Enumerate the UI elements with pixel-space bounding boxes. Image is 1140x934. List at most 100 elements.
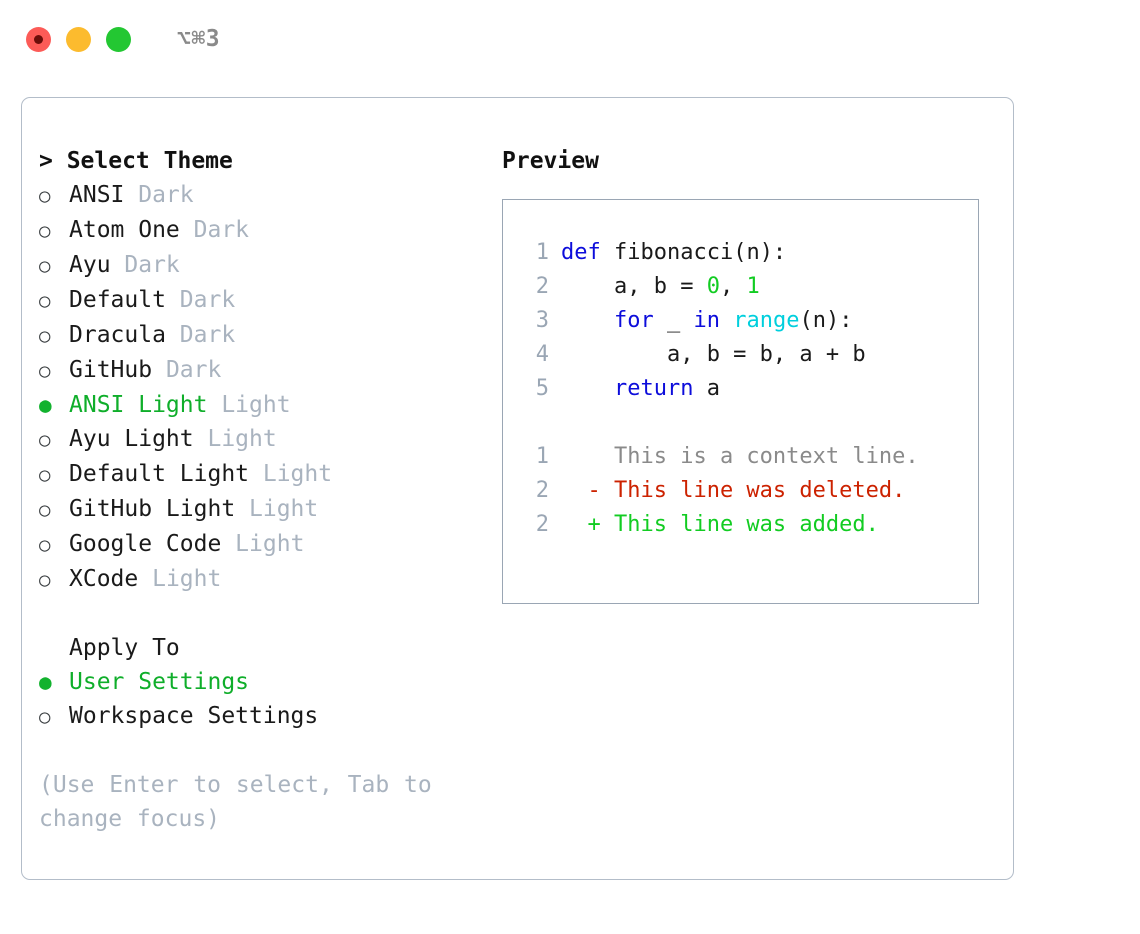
radio-unselected-icon: ○ <box>39 429 51 451</box>
line-number: 3 <box>535 308 549 333</box>
code-token: fibonacci(n): <box>600 240 787 265</box>
line-number: 4 <box>535 342 549 367</box>
theme-option-8[interactable]: ○Default Light Light <box>39 457 484 492</box>
theme-option-11[interactable]: ○ XCode Light <box>39 562 484 597</box>
radio-unselected-icon: ○ <box>39 360 51 382</box>
line-number: 2 <box>535 274 549 299</box>
option-label: Google Code <box>69 531 222 557</box>
maximize-button[interactable] <box>106 26 131 52</box>
code-token: def <box>561 240 601 265</box>
radio-unselected-icon: ○ <box>39 220 51 242</box>
diff-line-number: 2 <box>535 478 549 503</box>
preview-box: 1 def fibonacci(n): 2 a, b = 0, 1 3 for _ i… <box>502 199 979 604</box>
code-line: 1 def fibonacci(n): <box>521 236 978 270</box>
apply-to-option-1[interactable]: ○Workspace Settings <box>39 699 484 734</box>
option-tag: Light <box>207 392 291 418</box>
theme-option-4[interactable]: ○ Dracula Dark <box>39 318 484 353</box>
preview-column: Preview 1 def fibonacci(n): 2 a, b = 0, 1 3… <box>484 144 1013 836</box>
code-token: in <box>693 308 720 333</box>
line-number: 1 <box>535 240 549 265</box>
line-number: 5 <box>535 376 549 401</box>
minimize-button[interactable] <box>66 26 91 52</box>
radio-unselected-icon: ○ <box>39 290 51 312</box>
traffic-lights <box>26 26 131 52</box>
option-label: GitHub <box>69 357 153 383</box>
list-spacer <box>39 597 484 631</box>
option-tag: Dark <box>110 252 180 278</box>
option-tag: Dark <box>152 357 222 383</box>
option-tag: Dark <box>124 182 194 208</box>
option-label: ANSI Light <box>69 392 208 418</box>
radio-unselected-icon: ○ <box>39 569 51 591</box>
theme-option-1[interactable]: ○ Atom One Dark <box>39 213 484 248</box>
diff-line: 1 This is a context line. <box>521 440 978 474</box>
radio-unselected-icon: ○ <box>39 706 51 728</box>
option-tag: Dark <box>179 217 250 243</box>
shortcut-label: ⌥⌘3 <box>177 26 221 52</box>
theme-option-2[interactable]: ○ Ayu Dark <box>39 248 484 283</box>
radio-unselected-icon: ○ <box>39 185 51 207</box>
radio-selected-icon: ● <box>39 393 52 417</box>
radio-unselected-icon: ○ <box>39 534 51 556</box>
code-token: , <box>719 274 747 299</box>
code-text: return a <box>561 372 720 406</box>
hint-spacer <box>39 734 484 768</box>
code-token: range <box>733 308 800 333</box>
code-text: for _ in range(n): <box>561 304 852 338</box>
option-label: XCode <box>69 566 139 592</box>
radio-unselected-icon: ○ <box>39 325 51 347</box>
theme-option-5[interactable]: ○ GitHub Dark <box>39 353 484 388</box>
code-token: a, b = <box>561 274 707 299</box>
radio-selected-icon: ● <box>39 670 52 694</box>
code-token: (n): <box>799 308 853 333</box>
option-label: Atom One <box>69 217 180 243</box>
option-label: ANSI <box>69 182 125 208</box>
option-label: Dracula <box>69 322 166 348</box>
code-token <box>720 308 733 333</box>
option-tag: Light <box>221 531 305 557</box>
code-text: def fibonacci(n): <box>561 236 786 270</box>
select-theme-header: > Select Theme <box>39 148 233 174</box>
diff-sample: 1 This is a context line. 2 - This line w… <box>521 440 978 542</box>
option-label: Ayu Light <box>69 426 194 452</box>
option-tag: Light <box>138 566 222 592</box>
theme-selector-column: > Select Theme ○ANSI Dark○Atom One Dark○… <box>22 144 484 836</box>
panel-columns: > Select Theme ○ANSI Dark○Atom One Dark○… <box>22 98 1013 836</box>
theme-option-6[interactable]: ● ANSI Light Light <box>39 388 484 422</box>
code-text: a, b = b, a + b <box>561 338 866 372</box>
code-line: 4 a, b = b, a + b <box>521 338 978 372</box>
keyboard-hint: (Use Enter to select, Tab to change focu… <box>39 772 432 832</box>
theme-option-7[interactable]: ○ Ayu Light Light <box>39 422 484 457</box>
code-token: 0 <box>706 274 720 299</box>
code-token <box>561 308 614 333</box>
theme-option-9[interactable]: ○GitHub Light Light <box>39 492 484 527</box>
theme-option-list: ○ANSI Dark○Atom One Dark○Ayu Dark○Defaul… <box>39 178 484 597</box>
theme-option-10[interactable]: ○ Google Code Light <box>39 527 484 562</box>
option-label: Default <box>69 287 166 313</box>
radio-unselected-icon: ○ <box>39 255 51 277</box>
preview-title: Preview <box>502 148 599 174</box>
option-tag: Dark <box>165 322 236 348</box>
option-label: GitHub Light <box>69 496 236 522</box>
code-token: a <box>693 376 720 401</box>
close-button[interactable] <box>26 26 51 52</box>
apply-to-option-list: ● User Settings ○Workspace Settings <box>39 665 484 734</box>
diff-text: - This line was deleted. <box>561 478 906 503</box>
record-indicator-icon <box>34 34 43 44</box>
code-token: a, b = b, a + b <box>561 342 866 367</box>
option-label: User Settings <box>69 669 250 695</box>
code-diff-separator <box>521 406 978 440</box>
option-tag: Light <box>193 426 277 452</box>
apply-to-option-0[interactable]: ● User Settings <box>39 665 484 699</box>
theme-option-0[interactable]: ○ ANSI Dark <box>39 178 484 213</box>
diff-text: This is a context line. <box>561 444 919 469</box>
option-label: Ayu <box>69 252 111 278</box>
option-label: Default Light <box>69 461 250 487</box>
option-tag: Dark <box>165 287 236 313</box>
apply-to-label: Apply To <box>69 635 180 661</box>
code-text: a, b = 0, 1 <box>561 270 760 304</box>
title-bar: ⌥⌘3 <box>0 0 1140 78</box>
theme-option-3[interactable]: ○ Default Dark <box>39 283 484 318</box>
code-line: 5 return a <box>521 372 978 406</box>
